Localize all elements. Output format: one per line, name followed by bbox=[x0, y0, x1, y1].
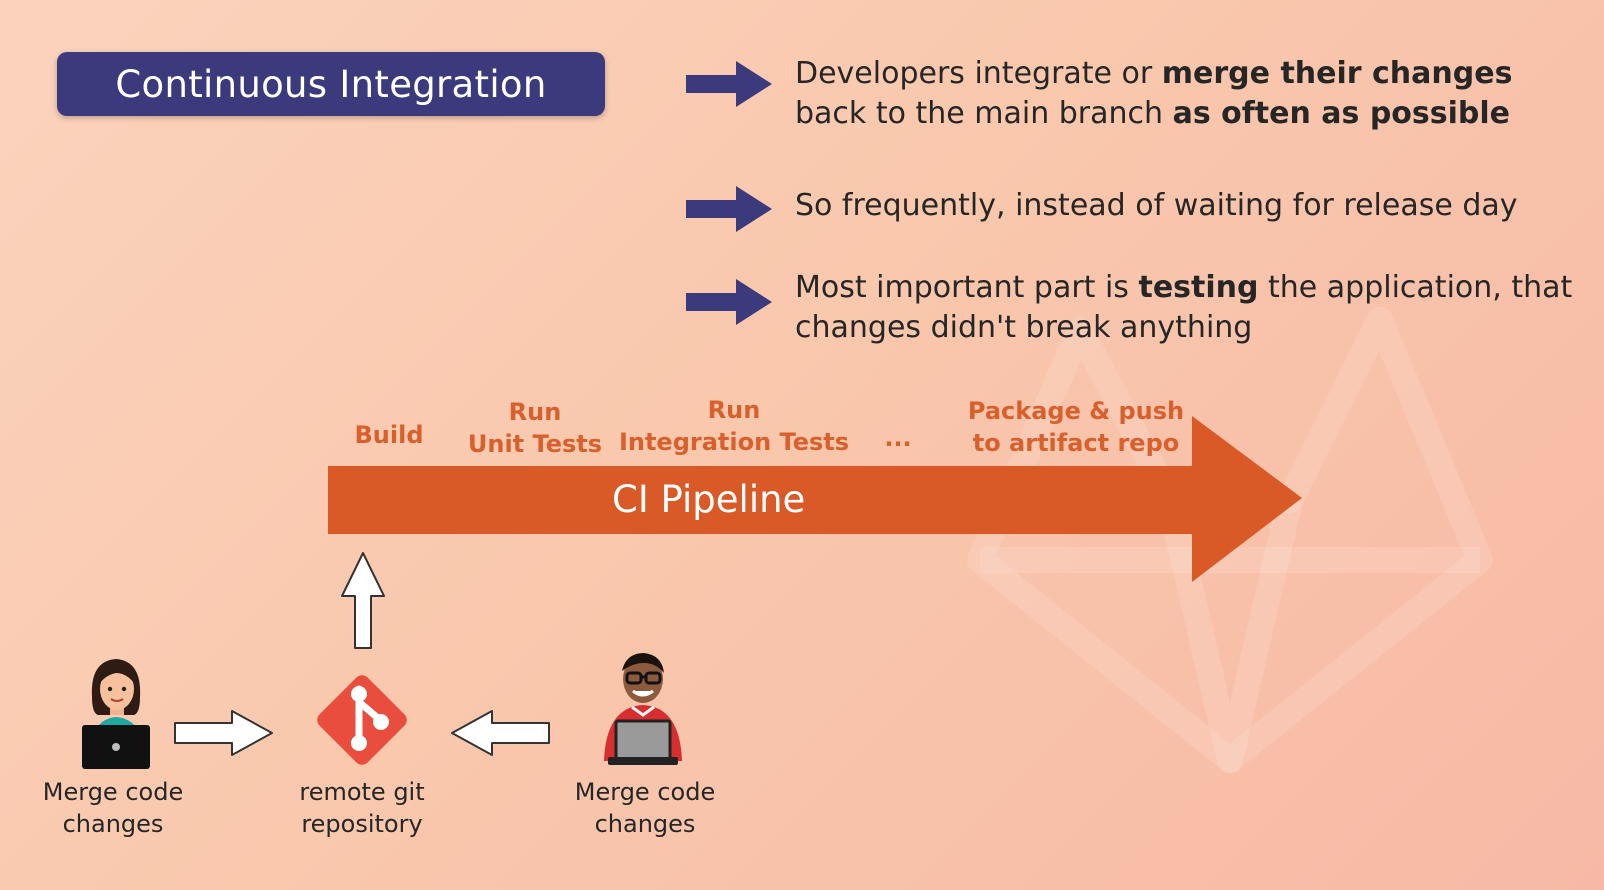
bullet-3-segment: testing bbox=[1138, 270, 1259, 305]
bullet-3-line-2: changes didn't break anything bbox=[795, 308, 1572, 348]
bullet-3-segment: changes didn't break anything bbox=[795, 310, 1253, 345]
up-arrow-icon bbox=[341, 552, 385, 649]
bullet-3: Most important part is testing the appli… bbox=[795, 268, 1572, 348]
step-unit-tests-line-2: Unit Tests bbox=[467, 430, 603, 458]
left-developer-caption: Merge code changes bbox=[43, 776, 183, 840]
female-developer-icon bbox=[82, 659, 150, 769]
step-unit-tests-line-1: Run bbox=[508, 398, 562, 426]
bullet-1-segment: as often as possible bbox=[1172, 96, 1511, 131]
right-developer-caption: Merge code changes bbox=[575, 776, 715, 840]
bullet-3-line-1: Most important part is testing the appli… bbox=[795, 268, 1572, 308]
page-title: Continuous Integration bbox=[115, 62, 547, 106]
bullet-1-line-2: back to the main branch as often as poss… bbox=[795, 94, 1512, 134]
step-package-push-line-1: Package & push bbox=[967, 397, 1185, 425]
step-integration-tests: Run Integration Tests bbox=[619, 394, 849, 458]
bullet-arrow-icon bbox=[686, 61, 772, 107]
bullet-1-segment: back to the main branch bbox=[795, 96, 1173, 131]
repo-caption-line-2: repository bbox=[301, 810, 423, 838]
step-unit-tests: Run Unit Tests bbox=[468, 396, 602, 460]
step-ellipsis-text: ... bbox=[884, 424, 912, 452]
bullet-1: Developers integrate or merge their chan… bbox=[795, 54, 1512, 134]
step-integration-tests-line-1: Run bbox=[707, 396, 761, 424]
step-build: Build bbox=[354, 419, 423, 451]
step-package-push-line-2: to artifact repo bbox=[972, 429, 1180, 457]
bullet-3-segment: Most important part is bbox=[795, 270, 1139, 305]
bullet-1-segment: merge their changes bbox=[1161, 56, 1513, 91]
right-developer-caption-line-2: changes bbox=[594, 810, 696, 838]
bullet-2-line-1: So frequently, instead of waiting for re… bbox=[795, 186, 1518, 226]
right-arrow-icon bbox=[174, 710, 273, 756]
bullet-3-segment: the application, that bbox=[1258, 270, 1573, 305]
ci-pipeline-arrow bbox=[328, 416, 1302, 582]
step-package-push: Package & push to artifact repo bbox=[968, 395, 1184, 459]
bullet-arrow-icon bbox=[686, 279, 772, 325]
left-developer-caption-line-1: Merge code bbox=[42, 778, 184, 806]
bullet-2: So frequently, instead of waiting for re… bbox=[795, 186, 1518, 226]
bullet-1-line-1: Developers integrate or merge their chan… bbox=[795, 54, 1512, 94]
repo-caption: remote git repository bbox=[299, 776, 424, 840]
bullet-arrow-icon bbox=[686, 186, 772, 232]
bullet-1-segment: Developers integrate or bbox=[795, 56, 1162, 91]
step-integration-tests-line-2: Integration Tests bbox=[618, 428, 850, 456]
male-developer-icon bbox=[604, 653, 682, 765]
repo-caption-line-1: remote git bbox=[299, 778, 425, 806]
right-developer-caption-line-1: Merge code bbox=[574, 778, 716, 806]
step-build-text: Build bbox=[354, 421, 424, 449]
left-developer-caption-line-2: changes bbox=[62, 810, 164, 838]
step-ellipsis: ... bbox=[884, 422, 911, 454]
git-logo-icon bbox=[317, 675, 407, 765]
left-arrow-icon bbox=[451, 710, 550, 756]
ci-pipeline-label: CI Pipeline bbox=[612, 478, 806, 521]
bullet-2-segment: So frequently, instead of waiting for re… bbox=[795, 188, 1518, 223]
title-banner: Continuous Integration bbox=[57, 52, 605, 116]
